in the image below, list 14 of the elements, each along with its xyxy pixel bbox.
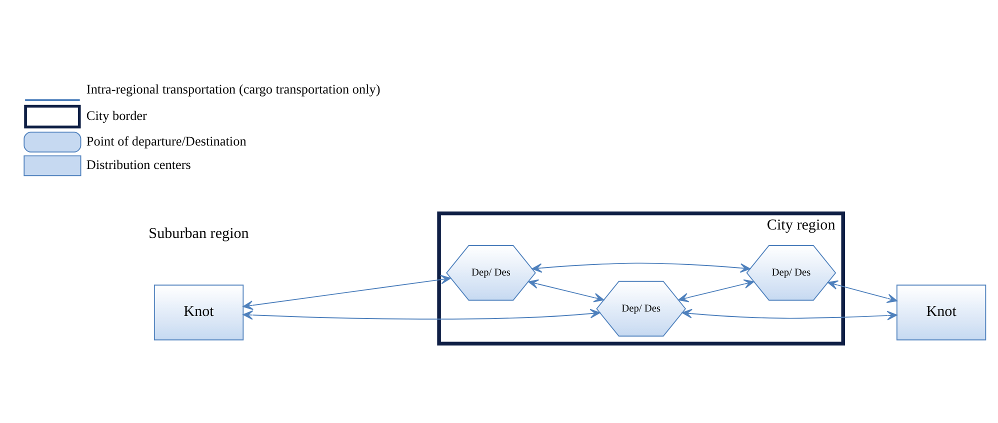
legend-label: Distribution centers [86,157,191,172]
arrow [242,308,600,320]
node-box: Knot [896,284,986,340]
arrow [532,262,750,273]
legend-label: City border [86,108,147,124]
arrow [528,279,604,302]
arrow [828,280,898,304]
legend-label: Point of departure/Destination [86,134,246,149]
node-box: Knot [154,284,244,340]
arrow [682,308,898,320]
arrow [678,279,754,302]
label: Suburban region [148,226,249,242]
arrow [242,274,451,310]
legend-label: Intra-regional transportation (cargo transportation only) [86,82,380,97]
